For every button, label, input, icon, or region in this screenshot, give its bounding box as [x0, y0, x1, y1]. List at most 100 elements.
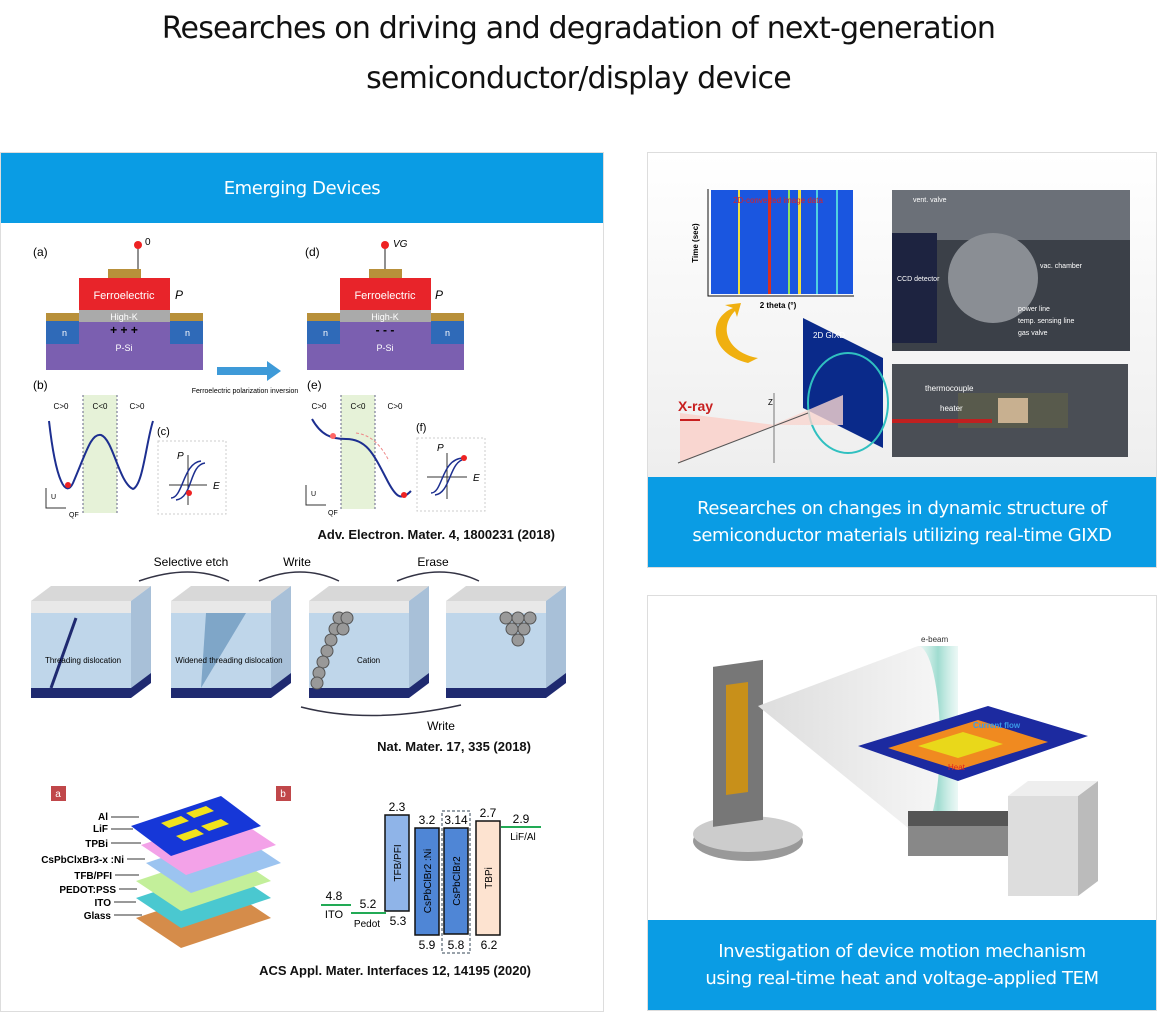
svg-text:C>0: C>0 [388, 402, 403, 411]
cube-base [446, 673, 566, 698]
citation-2: Nat. Mater. 17, 335 (2018) [377, 739, 531, 754]
gixd-panel: 2D-converted image data Time (sec) 2 the… [647, 152, 1157, 568]
widened-dislocation [201, 613, 246, 688]
svg-text:Current flow: Current flow [973, 721, 1021, 730]
device-d: (d) VG Ferroelectric P High-K - - - n n … [305, 239, 464, 370]
svg-text:+ + +: + + + [110, 323, 138, 337]
cube-base [31, 673, 151, 698]
svg-text:P-Si: P-Si [115, 343, 132, 353]
svg-text:PEDOT:PSS: PEDOT:PSS [59, 885, 116, 896]
svg-text:2D GIXD: 2D GIXD [813, 331, 845, 340]
cation-sphere [320, 644, 334, 658]
svg-text:High-K: High-K [371, 312, 399, 322]
svg-text:temp. sensing line: temp. sensing line [1018, 318, 1075, 325]
cation-sphere [324, 633, 338, 647]
svg-text:2 theta (°): 2 theta (°) [760, 301, 797, 310]
cube-side [409, 586, 429, 691]
svg-text:n: n [62, 328, 67, 338]
svg-text:Glass: Glass [84, 911, 112, 922]
svg-text:TFB/PFI: TFB/PFI [74, 871, 112, 882]
svg-text:(d): (d) [305, 245, 320, 259]
cation-sphere [505, 622, 519, 636]
dislocation-line [49, 617, 78, 689]
svg-text:4.8: 4.8 [326, 889, 343, 903]
svg-text:CCD detector: CCD detector [897, 276, 940, 283]
svg-text:2.9: 2.9 [513, 812, 530, 826]
svg-text:C>0: C>0 [312, 402, 327, 411]
svg-text:E: E [473, 473, 480, 484]
svg-text:ITO: ITO [95, 898, 112, 909]
cube-top [31, 586, 151, 601]
cation-sphere [316, 655, 330, 669]
led-stack-figure: a Al LiF TPBi CsPbClxBr3-x :Ni TFB/PFI P… [41, 786, 541, 978]
gixd-figure: 2D-converted image data Time (sec) 2 the… [648, 153, 1156, 477]
cube-side [271, 586, 291, 691]
emerging-devices-header: Emerging Devices [1, 153, 603, 223]
cation-sphere [517, 622, 531, 636]
emerging-devices-panel: Emerging Devices (a) 0 Ferroelectric P H… [0, 152, 604, 1012]
svg-text:Widened threading dislocation: Widened threading dislocation [175, 656, 282, 665]
svg-text:n: n [445, 328, 450, 338]
page-title-line2: semiconductor/display device [366, 61, 792, 96]
svg-text:6.2: 6.2 [481, 938, 498, 952]
cube-base [309, 673, 429, 698]
cube-layer [309, 601, 409, 613]
svg-text:LiF/Al: LiF/Al [510, 832, 536, 843]
svg-text:Ferroelectric polarization inv: Ferroelectric polarization inversion [192, 388, 299, 395]
svg-text:C<0: C<0 [351, 402, 366, 411]
cation-sphere [336, 622, 350, 636]
cation-sphere [523, 611, 537, 625]
svg-text:C>0: C>0 [130, 402, 145, 411]
svg-text:CsPbClxBr3-x :Ni: CsPbClxBr3-x :Ni [41, 855, 124, 866]
cube-layer [171, 601, 271, 613]
tem-caption: Investigation of device motion mechanism… [648, 920, 1156, 1010]
svg-text:(b): (b) [33, 378, 48, 392]
cube-top [446, 586, 566, 601]
svg-text:2.7: 2.7 [480, 806, 497, 820]
svg-text:2D-converted image data: 2D-converted image data [733, 196, 823, 205]
svg-text:Ferroelectric: Ferroelectric [93, 290, 155, 302]
svg-text:QF: QF [69, 512, 79, 519]
svg-text:5.2: 5.2 [360, 897, 377, 911]
cube-top [309, 586, 429, 601]
svg-text:Z: Z [768, 398, 773, 407]
svg-text:(e): (e) [307, 378, 322, 392]
svg-text:VG: VG [393, 239, 408, 250]
cation-sphere [310, 676, 324, 690]
svg-text:5.9: 5.9 [419, 938, 436, 952]
energy-curve-e: (e) C>0 C<0 C>0 U QF (f) P E Adv. Electr… [305, 378, 556, 542]
cation-sphere [499, 611, 513, 625]
gixd-caption-line2: semiconductor materials utilizing real-t… [692, 525, 1112, 546]
cation-sphere [511, 611, 525, 625]
svg-text:vac. chamber: vac. chamber [1040, 263, 1083, 270]
cube-side [546, 586, 566, 691]
svg-text:High-K: High-K [110, 312, 138, 322]
cube-layer [31, 601, 131, 613]
svg-text:CsPbClBr2: CsPbClBr2 [452, 856, 463, 906]
svg-text:power line: power line [1018, 306, 1050, 313]
heater-photo: thermocouple heater [892, 364, 1128, 457]
svg-text:ITO: ITO [325, 909, 344, 921]
svg-text:P: P [175, 288, 183, 302]
device-a: (a) 0 Ferroelectric P High-K + + + n n P… [33, 237, 203, 370]
svg-text:(f): (f) [416, 422, 426, 434]
polarization-arrow: Ferroelectric polarization inversion [192, 361, 299, 395]
svg-text:(c): (c) [157, 426, 170, 438]
tem-panel: e-beam Current flow Heat Investigation o… [647, 595, 1157, 1011]
tem-caption-line1: Investigation of device motion mechanism [718, 941, 1086, 962]
citation-1: Adv. Electron. Mater. 4, 1800231 (2018) [318, 527, 556, 542]
svg-text:thermocouple: thermocouple [925, 384, 974, 393]
cation-sphere [511, 633, 525, 647]
svg-text:Threading dislocation: Threading dislocation [45, 656, 121, 665]
cube-layer [446, 601, 546, 613]
svg-text:Selective etch: Selective etch [154, 555, 229, 569]
svg-text:C>0: C>0 [54, 402, 69, 411]
svg-text:P: P [437, 443, 444, 454]
svg-text:TPBi: TPBi [85, 839, 108, 850]
svg-text:LiF: LiF [93, 824, 108, 835]
cube-base [171, 673, 291, 698]
dislocation-figure: Selective etch Write Erase Write Threadi… [31, 555, 566, 754]
svg-text:2.3: 2.3 [389, 800, 406, 814]
svg-text:vent. valve: vent. valve [913, 197, 947, 204]
svg-text:n: n [185, 328, 190, 338]
